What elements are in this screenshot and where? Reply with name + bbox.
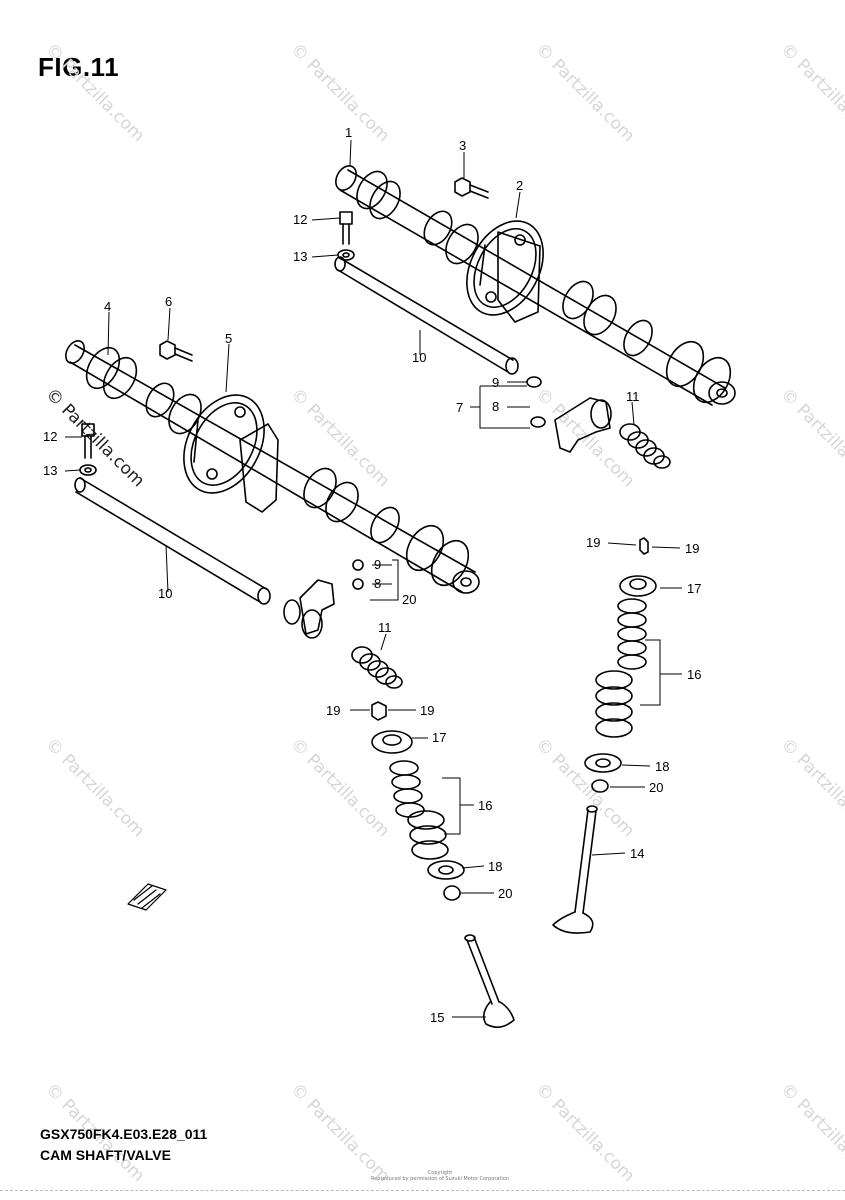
figure-title: FIG.11 xyxy=(38,52,120,82)
callout-label: 18 xyxy=(488,859,502,874)
washer-13-upper xyxy=(337,249,355,261)
copyright-line: Reproduced by permission of Suzuki Motor… xyxy=(370,1176,510,1182)
watermark: © Partzilla.com xyxy=(286,384,393,491)
valve-cotter-right xyxy=(639,537,649,555)
callout-label: 10 xyxy=(412,350,426,365)
watermark: © Partzilla.com xyxy=(531,39,638,146)
callout-label: 20 xyxy=(649,780,663,795)
spring-seat-18-left xyxy=(427,860,465,880)
retainer-17-left xyxy=(371,730,413,754)
callout-label: 13 xyxy=(43,463,57,478)
callout-label: 17 xyxy=(432,730,446,745)
camshaft-lower xyxy=(65,340,480,594)
callout-label: 5 xyxy=(225,331,232,346)
sprocket-bolt-lower xyxy=(159,340,193,362)
callout-label: 17 xyxy=(687,581,701,596)
watermark: © Partzilla.com xyxy=(41,734,148,841)
watermark: © Partzilla.com xyxy=(776,384,845,491)
callout-label: 16 xyxy=(687,667,701,682)
callout-label: 14 xyxy=(630,846,644,861)
callout-label: 19 xyxy=(586,535,600,550)
watermark: © Partzilla.com xyxy=(286,734,393,841)
callout-label: 9 xyxy=(374,557,381,572)
callout-label: 8 xyxy=(492,399,499,414)
outer-spring-16-right xyxy=(595,670,633,738)
leader-lines xyxy=(64,139,682,1018)
callout-labels: 1 2 3 4 5 6 7 8 9 8 9 10 10 11 11 12 12 … xyxy=(43,125,701,1025)
page-bottom-edge xyxy=(0,1190,845,1195)
watermark: © Partzilla.com xyxy=(41,39,148,146)
intake-valve-14 xyxy=(552,805,598,934)
watermark: © Partzilla.com xyxy=(286,39,393,146)
front-arrow-icon xyxy=(127,883,167,911)
callout-label: 3 xyxy=(459,138,466,153)
callout-label: 20 xyxy=(498,886,512,901)
copyright-line: Copyright xyxy=(427,1170,453,1176)
spring-seat-18-right xyxy=(584,753,622,773)
callout-label: 13 xyxy=(293,249,307,264)
callout-label: 4 xyxy=(104,299,111,314)
copyright-notice: Copyright Reproduced by permission of Su… xyxy=(340,1170,540,1182)
bolt-12-upper xyxy=(339,211,353,245)
bolt-12-lower xyxy=(81,423,95,459)
callout-label: 11 xyxy=(626,389,640,404)
stem-seal-20-left xyxy=(443,885,461,901)
callout-label: 2 xyxy=(516,178,523,193)
callout-label: 18 xyxy=(655,759,669,774)
tensioner-bracket-lower xyxy=(283,559,364,639)
watermark: © Partzilla.com xyxy=(776,1079,845,1186)
section-name: CAM SHAFT/VALVE xyxy=(40,1147,171,1163)
watermark: © Partzilla.com xyxy=(776,734,845,841)
outer-spring-16-left xyxy=(407,810,449,860)
callout-label: 16 xyxy=(478,798,492,813)
callout-label: 11 xyxy=(378,620,392,635)
watermark: © Partzilla.com xyxy=(531,734,638,841)
callout-label: 19 xyxy=(420,703,434,718)
callout-label: 19 xyxy=(685,541,699,556)
callout-label: 7 xyxy=(456,400,463,415)
cam-sprocket-upper xyxy=(466,220,544,323)
watermark: © Partzilla.com xyxy=(776,39,845,146)
spring-11-lower xyxy=(351,646,403,689)
stem-seal-20-right xyxy=(591,779,609,793)
sprocket-bolt-upper xyxy=(454,177,489,199)
oil-pipe-upper xyxy=(334,256,519,375)
callout-label: 10 xyxy=(158,586,172,601)
retainer-17-right xyxy=(619,575,657,597)
callout-label: 12 xyxy=(43,429,57,444)
callout-label: 15 xyxy=(430,1010,444,1025)
callout-label: 8 xyxy=(374,576,381,591)
washer-13-lower xyxy=(79,464,97,476)
watermark: © Partzilla.com xyxy=(531,1079,638,1186)
inner-spring-16-right xyxy=(617,598,647,670)
callout-label: 6 xyxy=(165,294,172,309)
callout-label: 19 xyxy=(326,703,340,718)
model-code: GSX750FK4.E03.E28_011 xyxy=(40,1126,208,1142)
oil-pipe-lower xyxy=(74,477,271,605)
callout-label: 20 xyxy=(402,592,416,607)
tensioner-bracket-upper xyxy=(526,376,612,453)
valve-cotter-left xyxy=(371,701,387,721)
cam-sprocket-lower xyxy=(183,394,279,513)
callout-label: 1 xyxy=(345,125,352,140)
callout-label: 12 xyxy=(293,212,307,227)
exhaust-valve-15 xyxy=(464,934,515,1028)
spring-11-upper xyxy=(619,423,671,469)
inner-spring-16-left xyxy=(389,760,425,818)
watermark: © Partzilla.com xyxy=(41,384,148,491)
callout-label: 9 xyxy=(492,375,499,390)
